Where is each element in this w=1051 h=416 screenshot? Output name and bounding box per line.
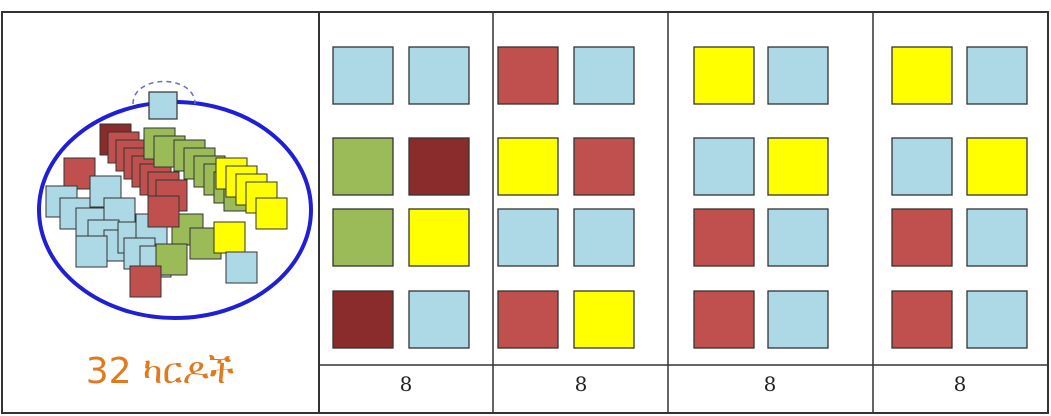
pile-card [226,252,257,283]
card [768,209,828,266]
card-column-2: 8 [498,47,634,396]
card [967,138,1027,195]
card [409,291,469,348]
pile-card [214,222,245,253]
column-label: 8 [400,372,413,396]
card-count-caption: 32 ካርዶች [86,351,234,392]
card [768,291,828,348]
column-label: 8 [954,372,967,396]
card-columns: 8 8 8 8 [333,47,1027,396]
card-pile [46,124,287,297]
column-label: 8 [764,372,777,396]
card [498,138,558,195]
card [333,291,393,348]
card [409,209,469,266]
card [498,47,558,104]
card [967,291,1027,348]
card-column-4: 8 [892,47,1027,396]
card-column-1: 8 [333,47,469,396]
card [694,138,754,195]
card [498,291,558,348]
pile-card [148,196,179,227]
card [892,209,952,266]
card [574,209,634,266]
card-column-3: 8 [694,47,828,396]
card [694,47,754,104]
card [409,138,469,195]
card [892,291,952,348]
card [333,138,393,195]
card [768,47,828,104]
card [333,47,393,104]
card [333,209,393,266]
card [967,47,1027,104]
card [574,291,634,348]
card [409,47,469,104]
card-set [39,82,311,319]
removed-card [149,92,177,119]
card [892,138,952,195]
card [498,209,558,266]
pile-card [76,236,107,267]
card [967,209,1027,266]
column-label: 8 [575,372,588,396]
card [892,47,952,104]
card [768,138,828,195]
card [694,291,754,348]
pile-card [130,266,161,297]
card [694,209,754,266]
pile-card [256,198,287,229]
card [574,47,634,104]
card [574,138,634,195]
